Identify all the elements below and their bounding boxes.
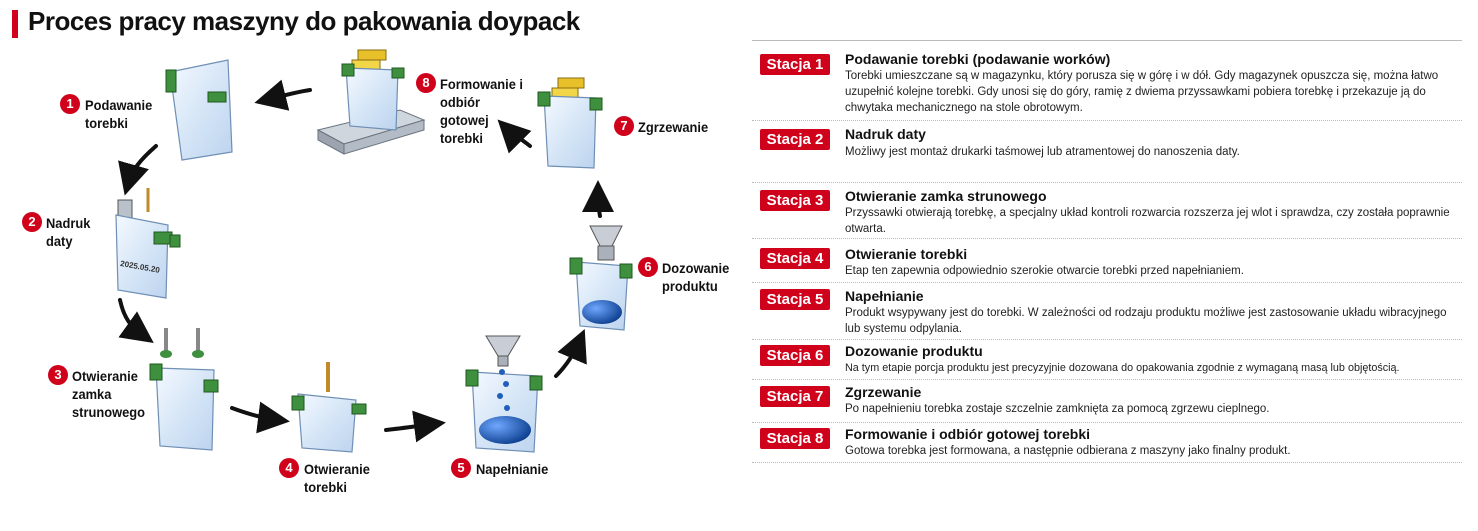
- station-title: Zgrzewanie: [845, 384, 922, 400]
- station-badge: Stacja 5: [760, 289, 830, 310]
- station-row-1: Stacja 1 Podawanie torebki (podawanie wo…: [752, 46, 1462, 121]
- arrow-1-to-2: [118, 144, 158, 196]
- station-title: Podawanie torebki (podawanie worków): [845, 51, 1111, 67]
- process-diagram: 2025.05.20: [115, 49, 633, 453]
- station-title: Otwieranie torebki: [845, 246, 968, 262]
- bag-station-8: [316, 49, 426, 155]
- station-badge: Stacja 1: [760, 54, 830, 75]
- step-8-label: Formowanie i odbiór gotowej torebki: [440, 76, 524, 146]
- arrow-5-to-6: [554, 328, 587, 378]
- station-badge: Stacja 7: [760, 386, 830, 407]
- pellets-station-5: [479, 369, 531, 444]
- step-8-number: 8: [416, 73, 436, 93]
- bag-station-3: [149, 328, 219, 451]
- bag-station-2: 2025.05.20: [115, 188, 181, 299]
- station-description: Po napełnieniu torebka zostaje szczelnie…: [845, 403, 1270, 415]
- station-row-5: Stacja 5 Napełnianie Produkt wsypywany j…: [752, 285, 1462, 340]
- step-3-label: Otwieranie zamka strunowego: [72, 368, 145, 420]
- station-badge: Stacja 4: [760, 248, 830, 269]
- station-badge: Stacja 2: [760, 129, 830, 150]
- panel-top-rule: [752, 40, 1462, 41]
- bag-station-6: [569, 225, 633, 331]
- step-2-label: Nadruk daty: [46, 215, 91, 249]
- step-5-number: 5: [451, 458, 471, 478]
- flow-arrows: [118, 79, 615, 443]
- station-row-6: Stacja 6 Dozowanie produktu Na tym etapi…: [752, 341, 1462, 380]
- station-description: Produkt wsypywany jest do torebki. W zal…: [845, 307, 1447, 335]
- station-description: Torebki umieszczane są w magazynku, któr…: [845, 70, 1439, 114]
- station-title: Formowanie i odbiór gotowej torebki: [845, 426, 1091, 442]
- station-row-3: Stacja 3 Otwieranie zamka strunowego Prz…: [752, 186, 1462, 239]
- station-title: Napełnianie: [845, 288, 924, 304]
- bag-station-4: [291, 362, 367, 453]
- arrow-8-to-1: [254, 79, 312, 111]
- arrow-4-to-5: [384, 410, 446, 443]
- station-description: Przyssawki otwierają torebkę, a specjaln…: [845, 207, 1450, 235]
- step-2-number: 2: [22, 212, 42, 232]
- station-row-7: Stacja 7 Zgrzewanie Po napełnieniu toreb…: [752, 382, 1462, 423]
- step-4-label: Otwieranie torebki: [304, 461, 370, 495]
- station-title: Nadruk daty: [845, 126, 926, 142]
- step-1-number: 1: [60, 94, 80, 114]
- station-row-4: Stacja 4 Otwieranie torebki Etap ten zap…: [752, 242, 1462, 283]
- step-4-number: 4: [279, 458, 299, 478]
- station-description: Etap ten zapewnia odpowiednio szerokie o…: [845, 265, 1244, 277]
- station-description: Na tym etapie porcja produktu jest precy…: [845, 362, 1400, 374]
- title-accent-bar: [12, 10, 18, 38]
- station-description: Gotowa torebka jest formowana, a następn…: [845, 445, 1291, 457]
- station-row-2: Stacja 2 Nadruk daty Możliwy jest montaż…: [752, 122, 1462, 183]
- bag-station-7: [537, 77, 603, 169]
- station-title: Otwieranie zamka strunowego: [845, 188, 1047, 204]
- station-badge: Stacja 8: [760, 428, 830, 449]
- arrow-7-to-8: [497, 119, 532, 154]
- station-badge: Stacja 3: [760, 190, 830, 211]
- arrow-3-to-4: [230, 401, 290, 434]
- page-title: Proces pracy maszyny do pakowania doypac…: [28, 6, 580, 36]
- bag-station-5: [465, 335, 543, 453]
- station-row-8: Stacja 8 Formowanie i odbiór gotowej tor…: [752, 424, 1462, 463]
- step-1-label: Podawanie torebki: [85, 97, 153, 131]
- arrow-2-to-3: [118, 298, 154, 343]
- step-6-number: 6: [638, 257, 658, 277]
- station-title: Dozowanie produktu: [845, 343, 983, 359]
- step-7-label: Zgrzewanie: [638, 119, 709, 135]
- step-6-label: Dozowanie produktu: [662, 260, 730, 294]
- bag-station-1: [165, 59, 233, 161]
- step-3-number: 3: [48, 365, 68, 385]
- station-badge: Stacja 6: [760, 345, 830, 366]
- step-7-number: 7: [614, 116, 634, 136]
- station-description: Możliwy jest montaż drukarki taśmowej lu…: [845, 146, 1240, 158]
- step-5-label: Napełnianie: [476, 461, 549, 477]
- arrow-6-to-7: [582, 180, 615, 218]
